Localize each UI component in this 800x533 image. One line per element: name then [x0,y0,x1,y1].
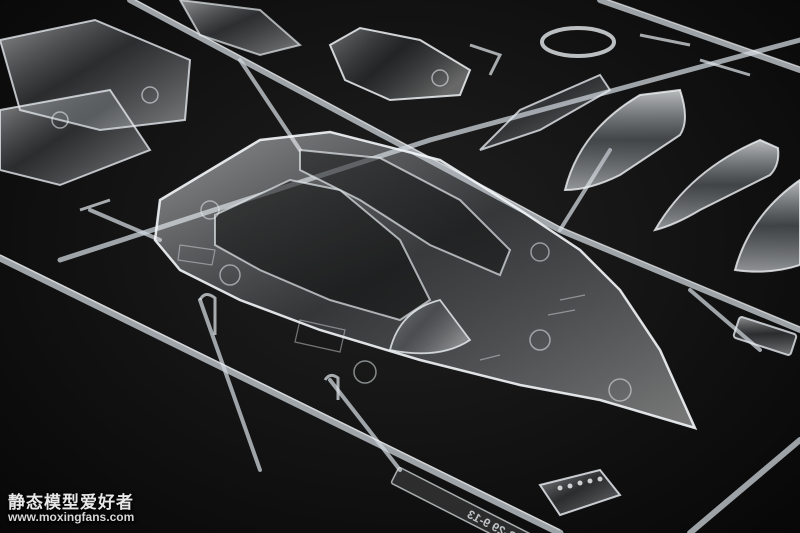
canopy-panel-lines [177,244,586,361]
sprue-rod-short-5 [238,58,302,152]
canopy-detail-circles [200,200,632,402]
sprue-rod-right [687,437,800,533]
nose-pods [563,88,800,273]
watermark-title: 静态模型爱好者 [8,493,134,513]
sprue-rod-upper [597,0,800,73]
nose-pod-3 [733,178,800,273]
site-watermark: 静态模型爱好者 www.moxingfans.com [8,488,178,528]
nose-pod-1 [563,88,686,192]
slender-wing-piece [479,73,612,151]
sprue-rod-bottom [0,254,564,533]
grille-part-right [732,316,798,356]
canopy-window-front [214,178,432,322]
panel-pieces-top-left [0,0,303,187]
canopy-window-rear [299,148,512,277]
sprue-label-plate: MiG-29 9-13 [390,466,533,533]
watermark-url: www.moxingfans.com [8,510,135,524]
sprue-rod-short-6 [88,208,162,242]
small-canopy-piece [328,26,472,102]
nose-pod-2 [652,138,780,232]
main-canopy-part [153,130,698,430]
grille-part-bottom [538,468,622,517]
sprue-rod-short-1 [198,298,262,472]
panel-piece-2 [0,88,152,187]
sprue-rod-short-2 [328,378,402,472]
gate-parts [79,33,751,400]
ring-part [540,26,616,58]
canopy-hump [388,298,472,355]
